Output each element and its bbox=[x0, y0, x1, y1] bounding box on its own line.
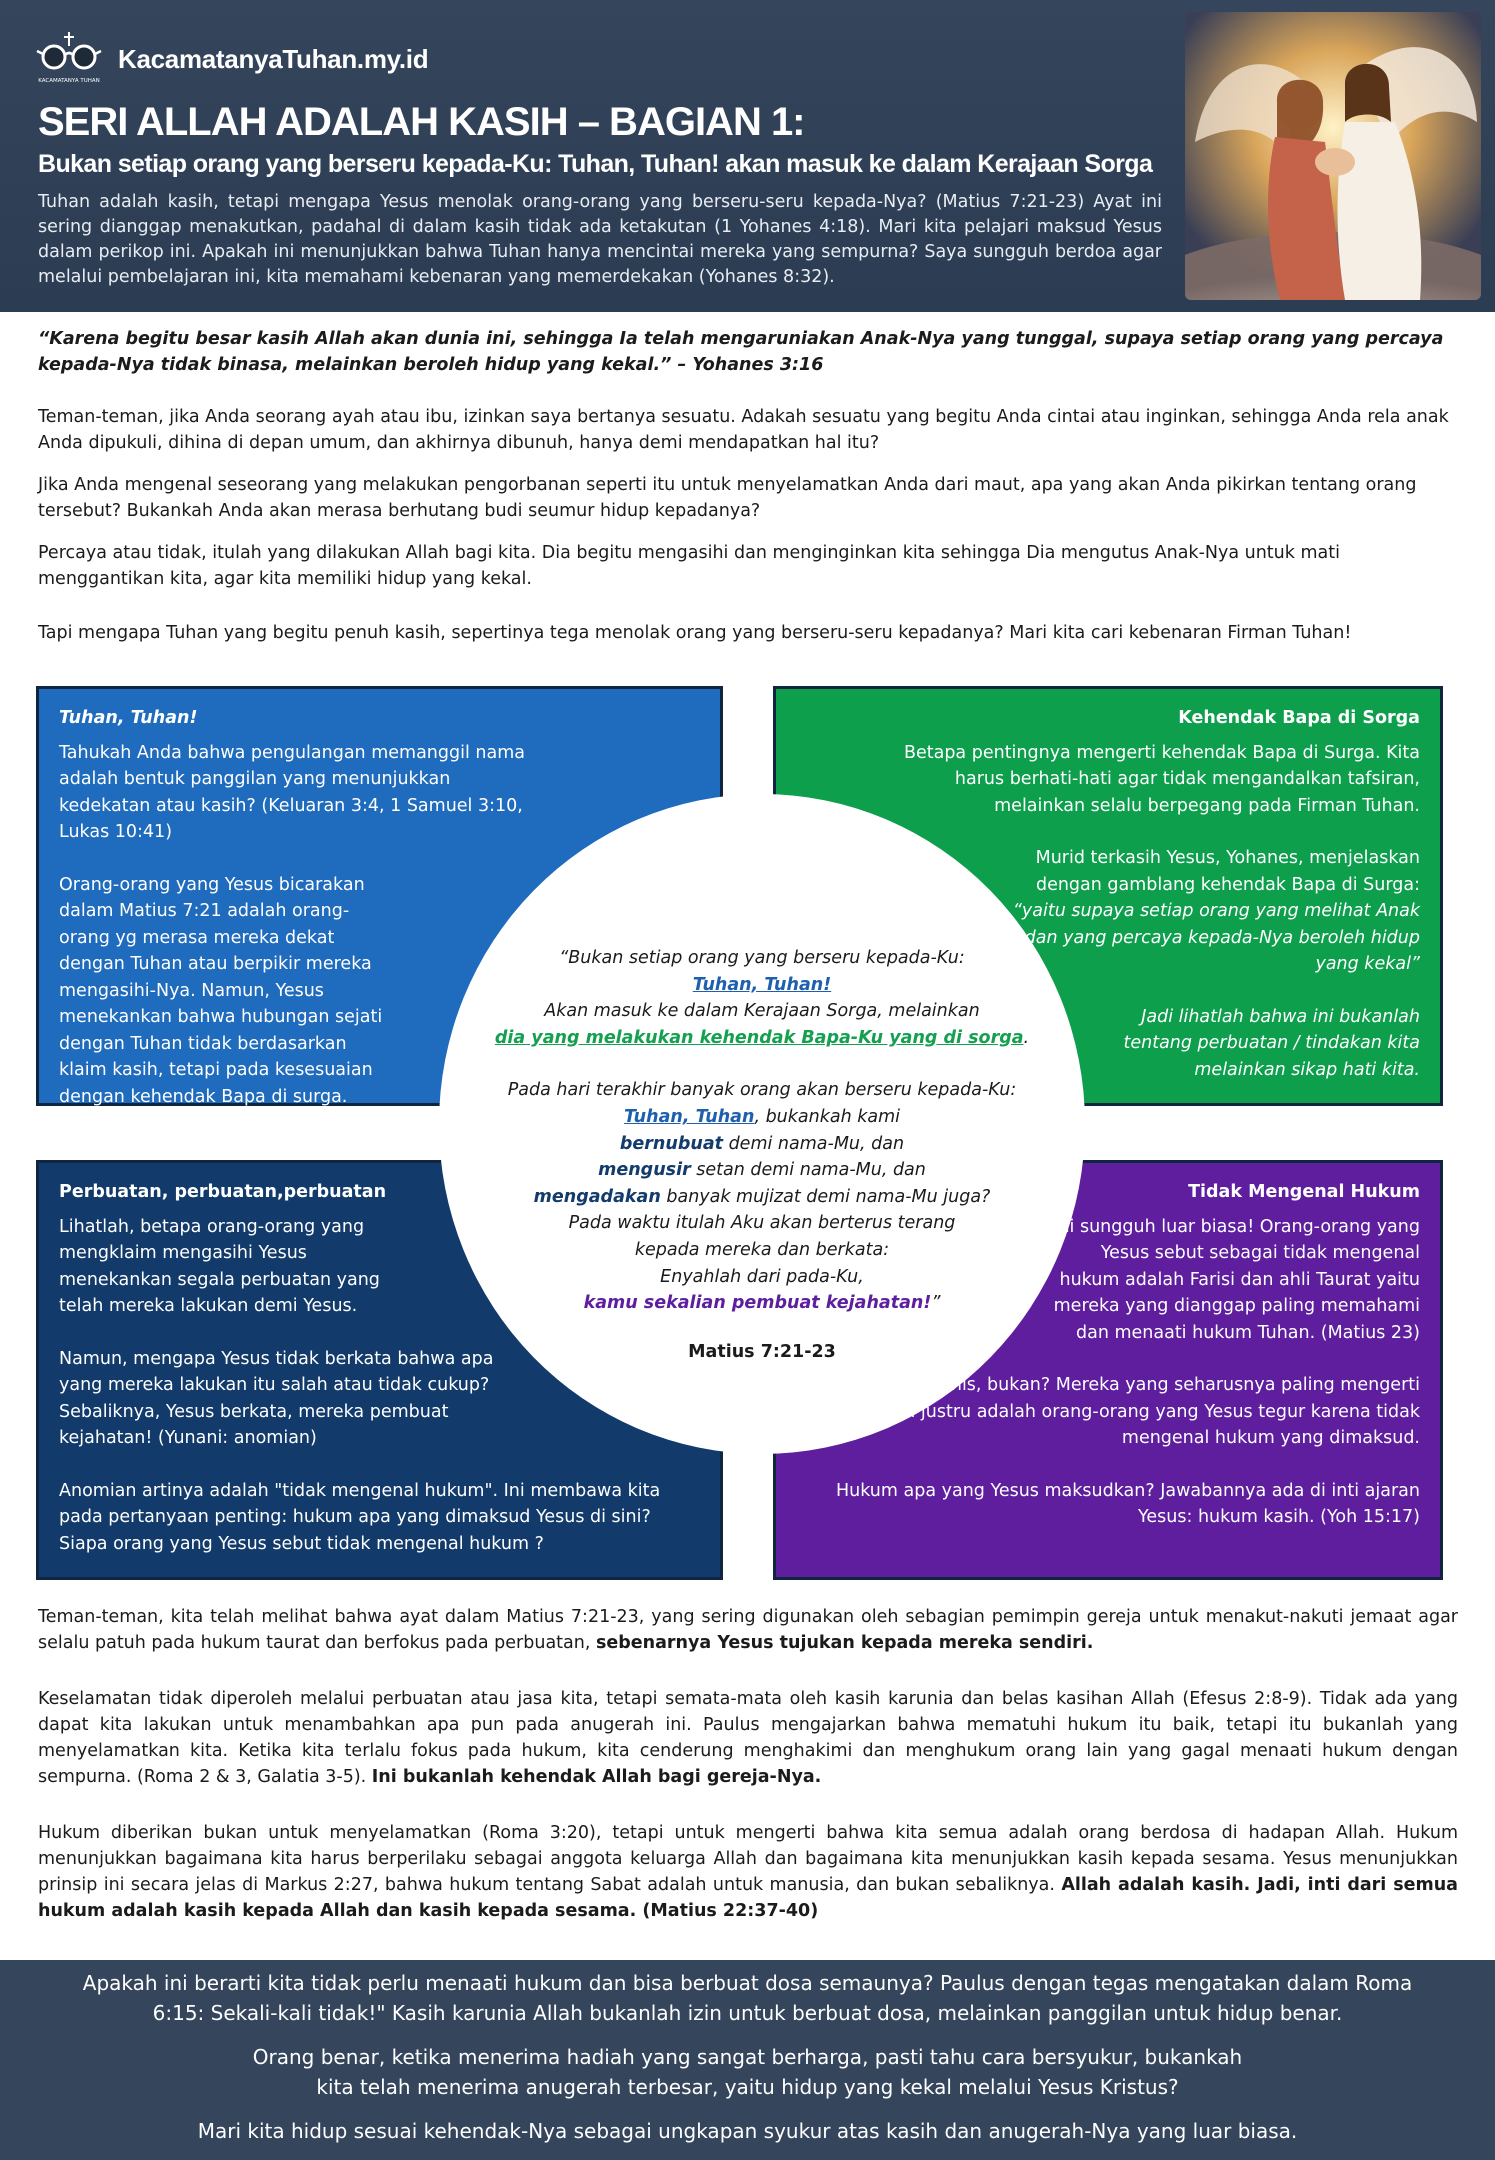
conclusion-paragraph-3: Hukum diberikan bukan untuk menyelamatka… bbox=[38, 1820, 1458, 1924]
eyeglasses-cross-icon[interactable]: KACAMATANYA TUHAN bbox=[36, 30, 102, 90]
quadrant-text: Orang-orang yang Yesus bicarakan dalam M… bbox=[59, 874, 383, 1107]
body-paragraph-2: Jika Anda mengenal seseorang yang melaku… bbox=[38, 475, 1417, 521]
quadrant-text: Anomian artinya adalah "tidak mengenal h… bbox=[59, 1480, 661, 1554]
footer-banner: Apakah ini berarti kita tidak perlu mena… bbox=[0, 1960, 1495, 2160]
quote-highlight: bernubuat bbox=[619, 1133, 724, 1154]
quote-highlight: Tuhan, Tuhan bbox=[623, 1106, 755, 1127]
logo-text: KACAMATANYA TUHAN bbox=[38, 78, 100, 84]
quote-highlight: mengusir bbox=[598, 1160, 691, 1181]
conclusion-text: Hukum diberikan bukan untuk menyelamatka… bbox=[38, 1823, 1458, 1895]
quadrant-text: Ini sungguh luar biasa! Orang-orang yang… bbox=[1053, 1216, 1420, 1343]
footer-text: Mari kita hidup sesuai kehendak-Nya seba… bbox=[197, 2119, 1298, 2143]
quadrant-title: Tuhan, Tuhan! bbox=[59, 708, 198, 728]
featured-verse: “Karena begitu besar kasih Allah akan du… bbox=[38, 329, 1444, 375]
quadrant-text-group: Murid terkasih Yesus, Yohanes, menjelask… bbox=[990, 845, 1420, 978]
body-paragraph-4: Tapi mengapa Tuhan yang begitu penuh kas… bbox=[38, 623, 1352, 643]
footer-text: Apakah ini berarti kita tidak perlu mena… bbox=[82, 1971, 1413, 2025]
conclusion-paragraph-2: Keselamatan tidak diperoleh melalui perb… bbox=[38, 1686, 1458, 1790]
intro-text: Tuhan adalah kasih, tetapi mengapa Yesus… bbox=[38, 192, 1162, 287]
quadrant-quote: “yaitu supaya setiap orang yang melihat … bbox=[1012, 901, 1420, 974]
body-paragraph-3: Percaya atau tidak, itulah yang dilakuka… bbox=[38, 543, 1340, 589]
quote-line: “Bukan setiap orang yang berseru kepada-… bbox=[559, 948, 965, 968]
quote-line: . bbox=[1023, 1027, 1030, 1048]
quadrant-title: Tidak Mengenal Hukum bbox=[1188, 1182, 1420, 1202]
quote-line: Pada hari terakhir banyak orang akan ber… bbox=[507, 1080, 1017, 1101]
quote-line: banyak mujizat demi nama-Mu juga? bbox=[660, 1186, 991, 1207]
quadrant-text: Tahukah Anda bahwa pengulangan memanggil… bbox=[59, 742, 525, 843]
scripture-reference: Matius 7:21-23 bbox=[688, 1341, 836, 1362]
header-banner: KACAMATANYA TUHAN KacamatanyaTuhan.my.id… bbox=[0, 0, 1495, 312]
quote-line: kepada mereka dan berkata: bbox=[634, 1239, 890, 1260]
footer-text: Orang benar, ketika menerima hadiah yang… bbox=[252, 2045, 1243, 2099]
angel-embrace-illustration bbox=[1185, 12, 1481, 300]
scripture-quote: “Bukan setiap orang yang berseru kepada-… bbox=[439, 945, 1085, 1365]
conclusion-bold: Allah adalah kasih. Jadi, inti dari semu… bbox=[38, 1875, 1458, 1921]
quote-line: Akan masuk ke dalam Kerajaan Sorga, mela… bbox=[544, 1001, 980, 1022]
body-paragraph-1: Teman-teman, jika Anda seorang ayah atau… bbox=[38, 407, 1449, 453]
page-title: SERI ALLAH ADALAH KASIH – BAGIAN 1: bbox=[38, 100, 806, 144]
conclusion-paragraph-1: Teman-teman, kita telah melihat bahwa ay… bbox=[38, 1604, 1458, 1656]
quote-line: demi nama-Mu, dan bbox=[723, 1133, 905, 1154]
quote-line: ” bbox=[931, 1293, 941, 1314]
page-subtitle: Bukan setiap orang yang berseru kepada-K… bbox=[38, 150, 1153, 178]
quote-highlight: mengadakan bbox=[533, 1186, 661, 1207]
quote-line: Enyahlah dari pada-Ku, bbox=[660, 1266, 864, 1287]
quote-line: setan demi nama-Mu, dan bbox=[690, 1160, 926, 1181]
quote-highlight: dia yang melakukan kehendak Bapa-Ku yang… bbox=[494, 1027, 1024, 1048]
conclusion-bold: Ini bukanlah kehendak Allah bagi gereja-… bbox=[371, 1767, 822, 1787]
conclusion-text: Keselamatan tidak diperoleh melalui perb… bbox=[38, 1689, 1458, 1787]
quadrant-text: Betapa ironis, bukan? Mereka yang seharu… bbox=[855, 1375, 1420, 1448]
quadrant-title: Perbuatan, perbuatan,perbuatan bbox=[59, 1182, 387, 1202]
conclusion-text: Teman-teman, kita telah melihat bahwa ay… bbox=[38, 1607, 1458, 1653]
quote-line: , bukankah kami bbox=[754, 1106, 901, 1127]
site-name[interactable]: KacamatanyaTuhan.my.id bbox=[118, 44, 429, 74]
quote-highlight: Tuhan, Tuhan! bbox=[692, 974, 832, 995]
quadrant-title: Kehendak Bapa di Sorga bbox=[1178, 708, 1420, 728]
quote-line: Pada waktu itulah Aku akan berterus tera… bbox=[568, 1213, 956, 1234]
center-circle bbox=[439, 794, 1085, 1454]
quadrant-text: Jadi lihatlah bahwa ini bukanlah tentang… bbox=[1123, 1006, 1420, 1080]
quadrant-text: Lihatlah, betapa orang-orang yang mengkl… bbox=[59, 1216, 380, 1317]
quadrant-text: Hukum apa yang Yesus maksudkan? Jawabann… bbox=[835, 1480, 1420, 1528]
quadrant-text: Murid terkasih Yesus, Yohanes, menjelask… bbox=[1035, 848, 1420, 895]
quote-highlight: kamu sekalian pembuat kejahatan! bbox=[583, 1293, 932, 1314]
quadrant-text: Betapa pentingnya mengerti kehendak Bapa… bbox=[903, 742, 1420, 816]
conclusion-bold: sebenarnya Yesus tujukan kepada mereka s… bbox=[595, 1633, 1094, 1653]
quadrant-text: Namun, mengapa Yesus tidak berkata bahwa… bbox=[59, 1348, 494, 1449]
